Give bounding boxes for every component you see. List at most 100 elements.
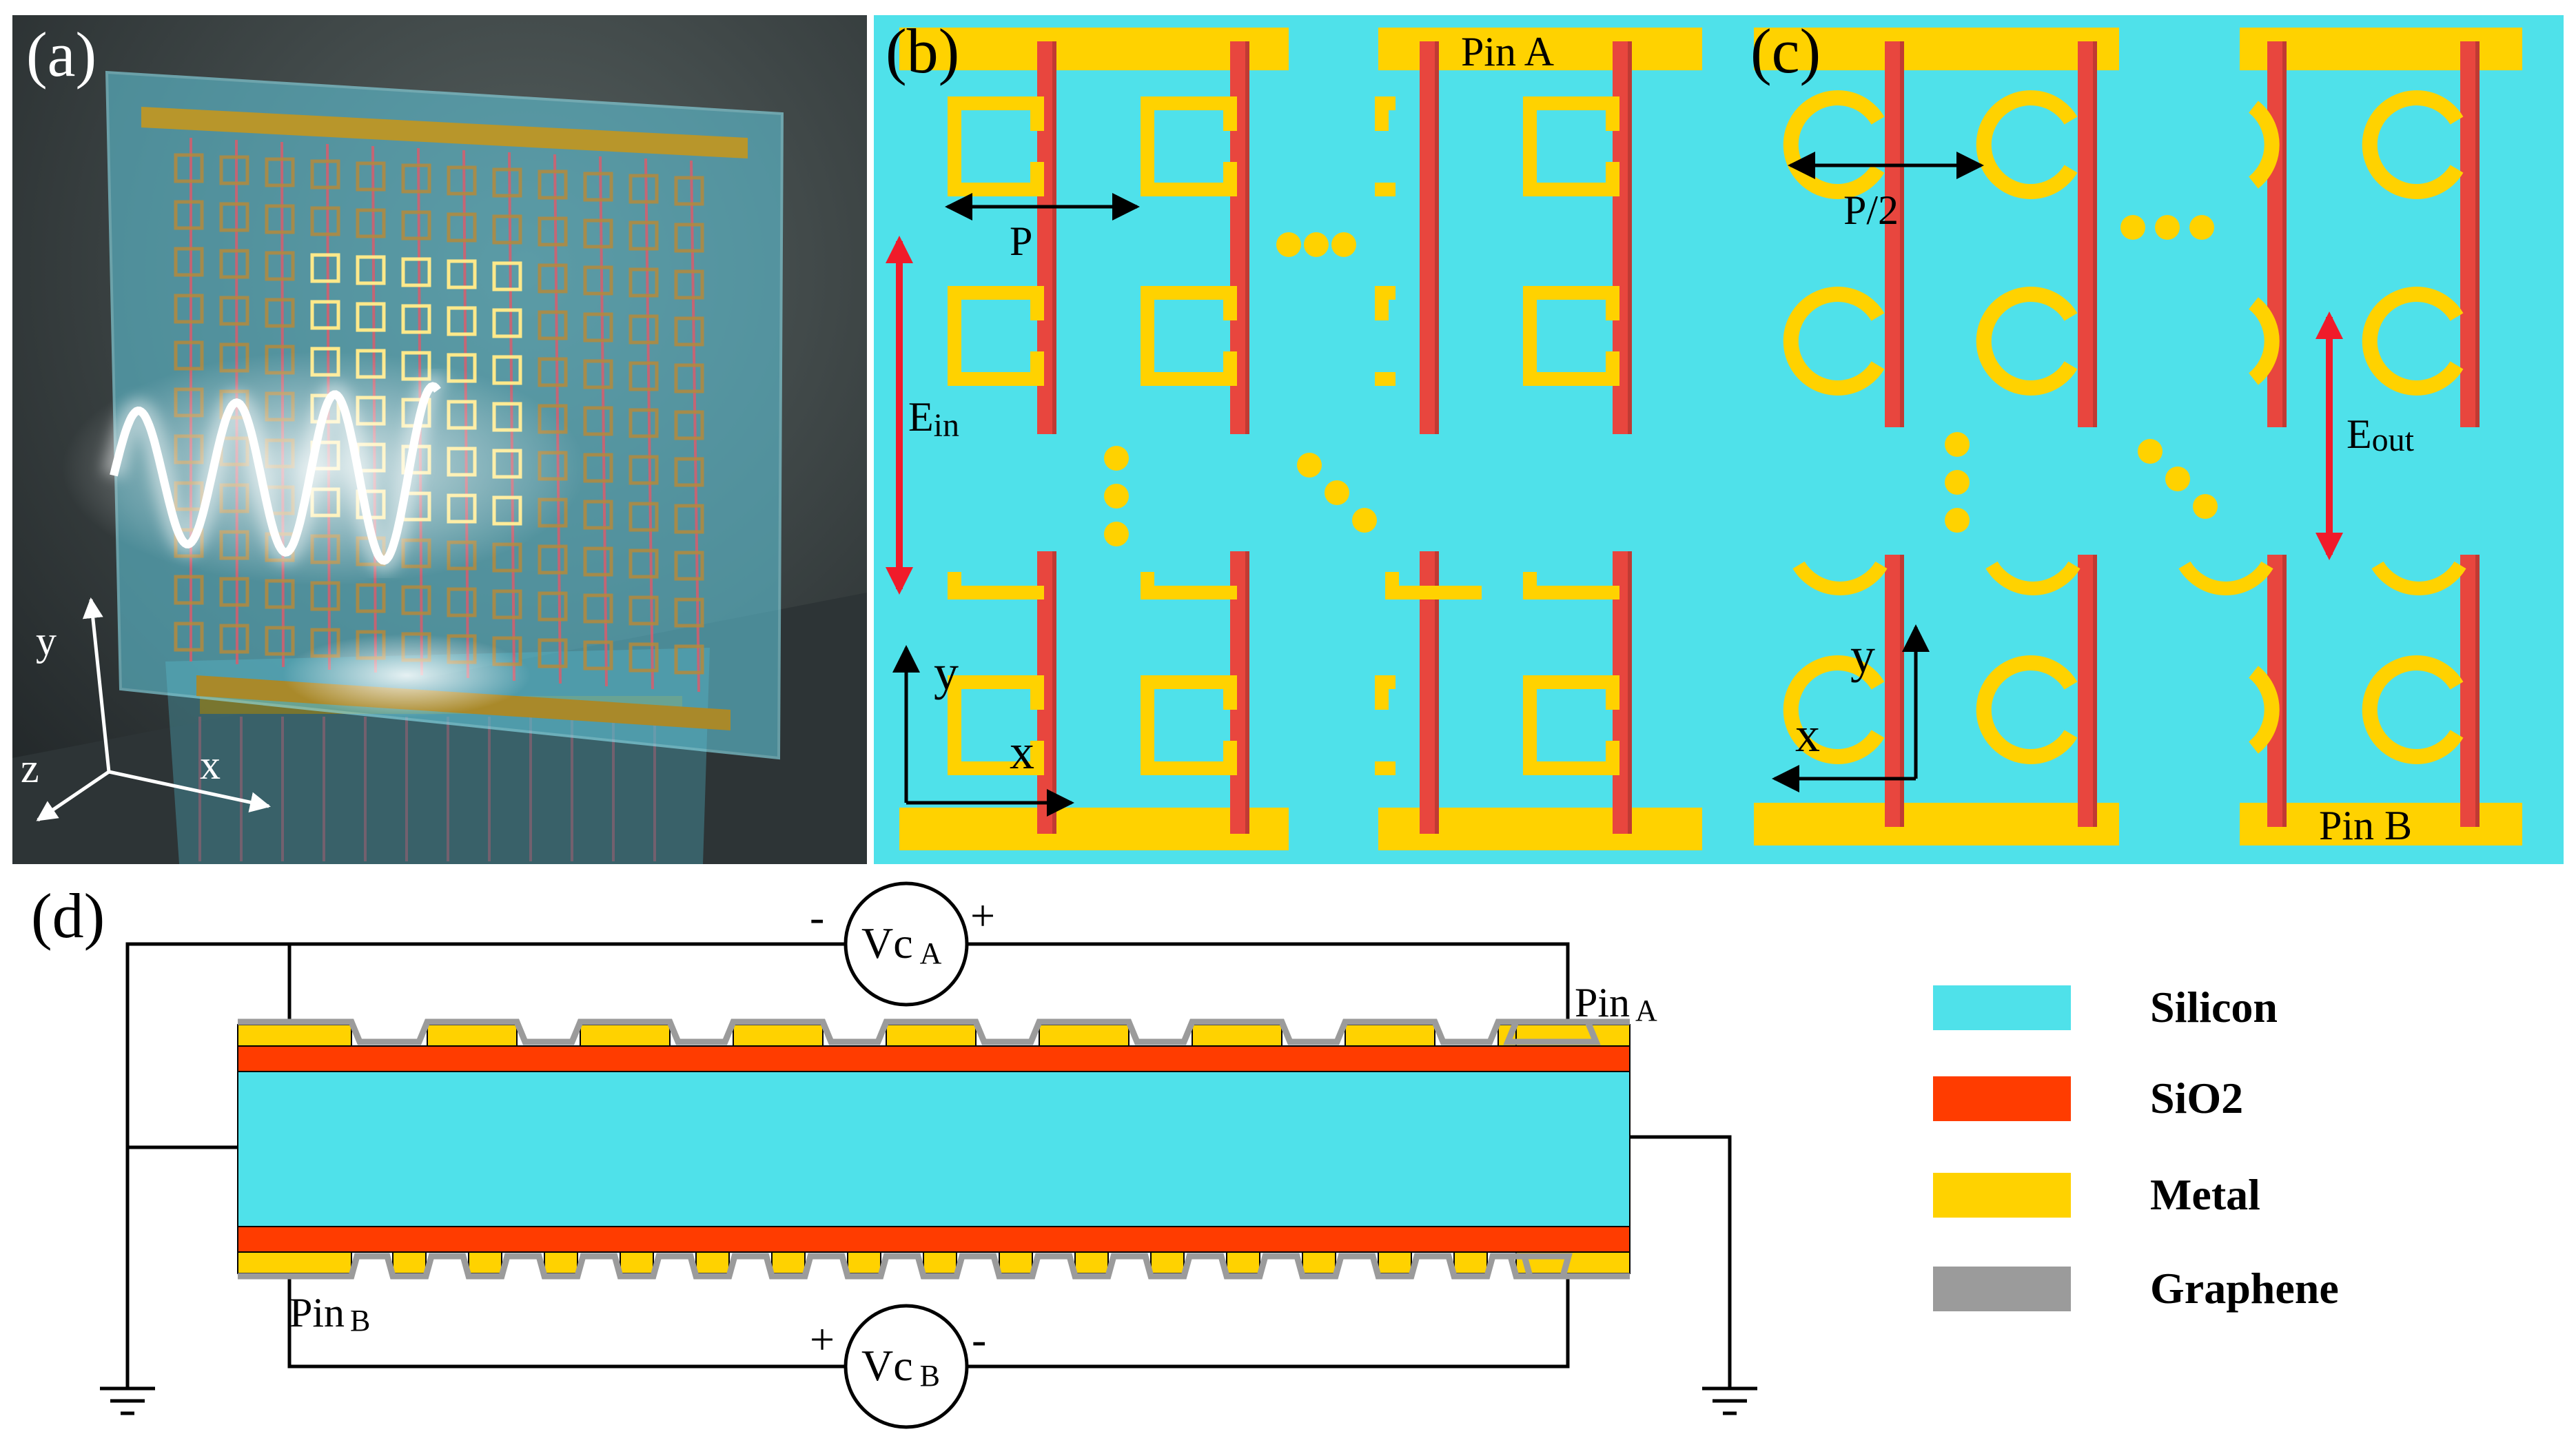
glass-square	[628, 595, 659, 626]
split-ring	[1523, 183, 1619, 196]
legend-label-metal: Metal	[2150, 1170, 2260, 1219]
split-ring	[1606, 96, 1619, 131]
legend-item-graphene: Graphene	[1933, 1264, 2339, 1313]
split-ring	[1223, 675, 1237, 710]
split-ring	[1030, 351, 1044, 386]
bottom-metal-pad	[923, 1251, 957, 1274]
ellipsis-dot	[1945, 432, 1970, 457]
c-ring-fragment	[2248, 297, 2280, 385]
glass-square	[492, 167, 522, 198]
glass-square	[492, 589, 522, 619]
glass-square	[219, 202, 249, 232]
split-ring	[1030, 162, 1044, 196]
panel-b: (b) Pin A P Ein y x	[874, 15, 1731, 864]
split-ring	[1030, 741, 1044, 775]
split-ring-fragment	[1375, 372, 1396, 386]
glass-square	[538, 544, 568, 575]
glass-square	[674, 644, 704, 675]
split-ring	[1141, 675, 1154, 775]
graphene-stripe-edge	[1052, 41, 1056, 434]
split-ring-fragment	[1375, 761, 1396, 775]
split-ring	[1141, 96, 1237, 110]
top-metal-pad	[580, 1024, 671, 1047]
glass-square	[674, 316, 704, 347]
c-ring	[1783, 90, 1885, 199]
bottom-metal-pad	[847, 1251, 881, 1274]
bottom-metal-pad	[1226, 1251, 1260, 1274]
glass-square	[265, 204, 295, 234]
graphene-stripe	[1420, 41, 1435, 434]
bottom-metal-pad	[1453, 1251, 1488, 1274]
pin-b-label-c: Pin B	[2319, 803, 2412, 848]
graphene-stripe-edge	[2093, 41, 2097, 427]
glass-square	[447, 259, 477, 289]
graphene-stripe	[2460, 41, 2475, 427]
glass-square	[401, 210, 431, 240]
graphene-stripe-edge	[1245, 551, 1249, 834]
graphene-stripe	[1885, 41, 1900, 427]
legend-item-metal: Metal	[1933, 1170, 2260, 1219]
glass-square	[538, 310, 568, 340]
bottom-metal-pads	[237, 1251, 1631, 1274]
electrode-bar	[899, 28, 1289, 70]
ellipsis-dot	[2120, 215, 2145, 240]
split-ring	[1523, 675, 1537, 775]
graphene-stripe	[2078, 41, 2093, 427]
split-ring	[1606, 675, 1619, 710]
ellipsis-dot	[2193, 494, 2218, 519]
split-ring	[948, 96, 961, 196]
split-ring	[1141, 372, 1237, 386]
split-ring	[948, 761, 1044, 775]
bottom-metal-pad	[544, 1251, 578, 1274]
split-ring	[1606, 286, 1619, 320]
split-ring	[1523, 372, 1619, 386]
glass-square	[310, 300, 340, 330]
top-electrode-bar	[141, 107, 748, 158]
ellipsis-dot	[1304, 232, 1329, 257]
split-ring	[1141, 286, 1154, 386]
c-ring-fragment	[1985, 561, 2081, 595]
axis-b-x-label: x	[1010, 724, 1034, 779]
glass-square	[492, 261, 522, 291]
glass-square	[583, 172, 613, 202]
pin-a-main: Pin	[1575, 980, 1630, 1025]
vcb-main: Vc	[861, 1341, 913, 1390]
glass-square	[628, 314, 659, 345]
e-in-main: E	[908, 394, 934, 440]
axis-a-y-line	[82, 597, 111, 772]
glass-square	[628, 642, 659, 673]
c-ring	[2362, 655, 2464, 764]
split-ring	[1223, 741, 1237, 775]
split-ring	[1223, 162, 1237, 196]
glass-square	[219, 577, 249, 607]
panel-c-unit-cells	[1754, 28, 2522, 846]
glass-square	[174, 153, 204, 183]
glass-square	[356, 208, 386, 238]
period-label-b: P	[1010, 218, 1032, 264]
electrode-bar	[1754, 803, 2119, 846]
glass-square	[538, 357, 568, 387]
c-ring	[2362, 287, 2464, 396]
legend-swatch-metal	[1933, 1173, 2071, 1218]
period-label-c: P/2	[1843, 187, 1899, 233]
glass-square	[265, 298, 295, 328]
top-metal-pad	[886, 1024, 977, 1047]
legend: Silicon SiO2 Metal Graphene	[1933, 983, 2339, 1313]
axis-a-y-label: y	[36, 618, 57, 664]
ellipsis-dot	[1297, 453, 1322, 478]
glass-square	[538, 263, 568, 294]
graphene-stripe-edge	[1435, 551, 1439, 834]
pin-a-label-b: Pin A	[1461, 29, 1554, 74]
graphene-stripe-edge	[1435, 41, 1439, 434]
axis-c-y-label: y	[1850, 628, 1875, 683]
split-ring	[1523, 761, 1619, 775]
graphene-stripe-edge	[1052, 551, 1056, 834]
ellipsis-dot	[2138, 439, 2163, 464]
glass-square	[628, 549, 659, 579]
graphene-stripe-edge	[1900, 41, 1904, 427]
c-ring-fragment	[2371, 561, 2466, 595]
legend-swatch-graphene	[1933, 1267, 2071, 1311]
glass-square	[628, 221, 659, 251]
c-ring	[2362, 90, 2464, 199]
